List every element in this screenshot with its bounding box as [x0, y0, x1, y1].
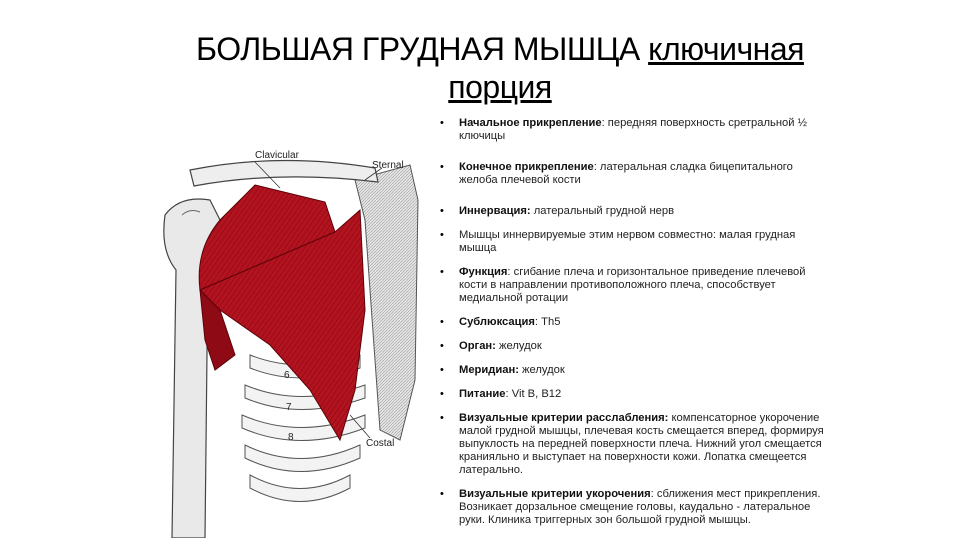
fact-item: Функция: сгибание плеча и горизонтальное… — [440, 266, 825, 305]
sternum — [354, 164, 419, 441]
label-sternal: Sternal — [372, 160, 404, 171]
label-rib-7: 7 — [286, 402, 292, 413]
fact-item: Меридиан: желудок — [440, 364, 825, 377]
label-clavicular: Clavicular — [255, 150, 300, 161]
anatomy-illustration: Clavicular Sternal Costal 6 7 8 — [163, 150, 419, 538]
fact-item: Иннервация: латеральный грудной нерв — [440, 205, 825, 218]
label-rib-6: 6 — [284, 370, 290, 381]
fact-item: Визуальные критерии укорочения: сближени… — [440, 488, 825, 527]
title-subtitle: ключичная порция — [448, 31, 804, 105]
fact-item: Конечное прикрепление: латеральная сладк… — [440, 161, 825, 187]
fact-item: Визуальные критерии расслабления: компен… — [440, 412, 825, 477]
label-rib-8: 8 — [288, 432, 294, 443]
fact-item: Мышцы иннервируемые этим нервом совместн… — [440, 229, 825, 255]
page-title: БОЛЬШАЯ ГРУДНАЯ МЫШЦА ключичная порция — [150, 30, 850, 106]
muscle-facts-list: Начальное прикрепление: передняя поверхн… — [440, 117, 825, 527]
title-main: БОЛЬШАЯ ГРУДНАЯ МЫШЦА — [196, 31, 649, 67]
fact-item: Сублюксация: Th5 — [440, 316, 825, 329]
pectoralis-major-muscle — [198, 184, 366, 442]
clavicle — [189, 159, 379, 187]
fact-item: Питание: Vit B, B12 — [440, 388, 825, 401]
label-costal: Costal — [366, 438, 394, 449]
fact-item: Начальное прикрепление: передняя поверхн… — [440, 117, 825, 143]
fact-item: Орган: желудок — [440, 340, 825, 353]
